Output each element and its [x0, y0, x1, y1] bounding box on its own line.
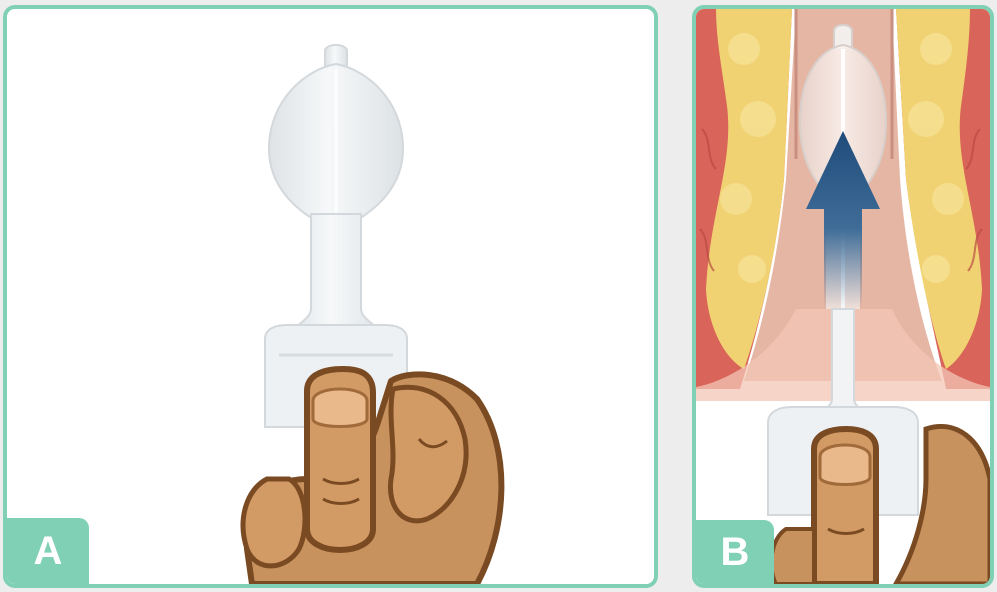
panel-label-a: A	[7, 518, 89, 584]
panel-label-b: B	[696, 520, 774, 584]
panel-a-drawing	[7, 9, 654, 584]
panel-a: A	[3, 5, 658, 588]
panel-b-drawing	[696, 9, 990, 584]
panel-b: B	[692, 5, 994, 588]
